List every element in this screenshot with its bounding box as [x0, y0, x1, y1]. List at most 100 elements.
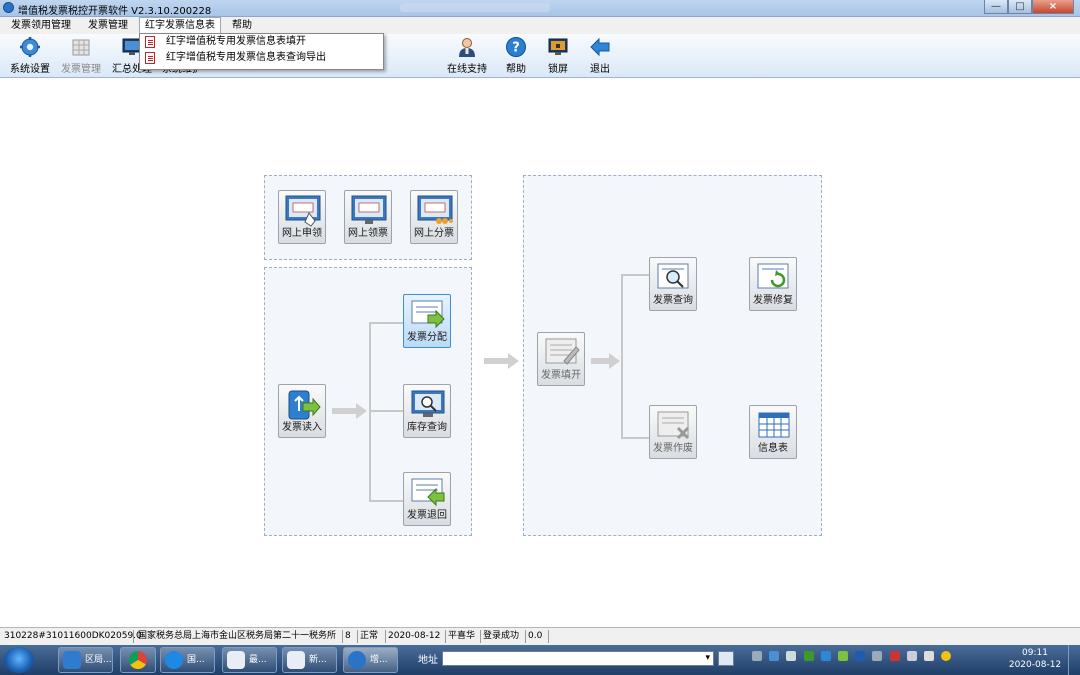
status-tax-bureau: 国家税务总局上海市金山区税务局第二十一税务所 [134, 630, 343, 643]
tray-icon[interactable] [803, 651, 814, 661]
background-window-title [400, 3, 550, 12]
online-split-label: 网上分票 [414, 228, 454, 239]
lock-screen-button[interactable]: 锁屏 [547, 36, 569, 75]
address-label: 地址 [418, 655, 438, 666]
minimize-button[interactable]: — [984, 0, 1008, 14]
connector-line [369, 410, 403, 412]
online-receive-button[interactable]: 网上领票 [344, 190, 392, 244]
tray-icon[interactable] [820, 651, 831, 661]
online-receive-label: 网上领票 [348, 228, 388, 239]
show-desktop-button[interactable] [1068, 645, 1080, 675]
app-icon [3, 2, 14, 13]
invoice-fill-button[interactable]: 发票填开 [537, 332, 585, 386]
menu-bar: 发票领用管理 发票管理 红字发票信息表 帮助 [0, 17, 1080, 34]
invoice-void-button[interactable]: 发票作废 [649, 405, 697, 459]
help-label: 帮助 [506, 64, 526, 75]
tray-icon[interactable] [906, 651, 917, 661]
help-button[interactable]: ? 帮助 [505, 36, 527, 75]
connector-line [369, 500, 403, 502]
status-version: 0.0 [524, 630, 549, 643]
invoice-cancel-icon [657, 411, 690, 440]
svg-text:?: ? [512, 41, 520, 56]
lock-screen-icon [548, 38, 568, 55]
online-apply-button[interactable]: 网上申领 [278, 190, 326, 244]
invoice-repair-button[interactable]: 发票修复 [749, 257, 797, 311]
invoice-query-button[interactable]: 发票查询 [649, 257, 697, 311]
clock-time: 09:11 [1022, 648, 1048, 658]
status-tax-id: 310228#31011600DK02059.0 [0, 630, 142, 643]
connector-line [369, 322, 371, 502]
close-button[interactable]: × [1032, 0, 1074, 14]
tray-icon[interactable] [889, 651, 900, 661]
clock-date: 2020-08-12 [1008, 660, 1062, 670]
menu-invoice-receive[interactable]: 发票领用管理 [11, 20, 71, 31]
taskbar: 区局... 国... 最... 新... 增... 地址 ▾ 09:11 202… [0, 645, 1080, 675]
user-support-icon [459, 38, 475, 57]
address-input[interactable]: ▾ [442, 651, 714, 666]
go-button[interactable] [718, 651, 734, 666]
arrow-right-icon [484, 353, 519, 369]
red-invoice-dropdown: 红字增值税专用发票信息表填开 红字增值税专用发票信息表查询导出 [139, 33, 384, 70]
status-code: 8 [341, 630, 358, 643]
usb-read-icon [288, 390, 321, 420]
chrome-icon [129, 651, 147, 669]
invoice-read-label: 发票读入 [282, 422, 322, 433]
tray-icon[interactable] [855, 651, 866, 661]
maximize-button[interactable]: □ [1008, 0, 1032, 14]
tray-icon[interactable] [872, 651, 883, 661]
menu-help[interactable]: 帮助 [232, 20, 252, 31]
menu-item-red-info-query-export[interactable]: 红字增值税专用发票信息表查询导出 [140, 50, 383, 66]
menu-invoice-management[interactable]: 发票管理 [88, 20, 128, 31]
invoice-return-button[interactable]: 发票退回 [403, 472, 451, 526]
tray-icon[interactable] [752, 651, 762, 661]
taskbar-invoice-app[interactable]: 增... [343, 647, 398, 673]
invoice-arrow-right-icon [411, 300, 445, 329]
invoice-refresh-icon [757, 263, 789, 289]
exit-arrow-icon [590, 37, 610, 57]
grid-icon [72, 39, 90, 56]
taskbar-chrome[interactable] [120, 647, 156, 673]
system-settings-button[interactable]: 系统设置 [10, 36, 50, 75]
document-icon [145, 36, 155, 48]
menu-item-red-info-fill[interactable]: 红字增值税专用发票信息表填开 [140, 34, 383, 50]
info-table-label: 信息表 [758, 443, 788, 454]
title-bar: 增值税发票税控开票软件 V2.3.10.200228 — □ × [0, 0, 1080, 17]
status-normal: 正常 [356, 630, 386, 643]
menu-red-invoice-info[interactable]: 红字发票信息表 [139, 17, 221, 34]
exit-label: 退出 [590, 64, 610, 75]
menu-item-red-info-fill-label: 红字增值税专用发票信息表填开 [166, 36, 306, 47]
invoice-distribute-button[interactable]: 发票分配 [403, 294, 451, 348]
start-button[interactable] [4, 647, 34, 673]
taskbar-word-1[interactable]: 最... [222, 647, 277, 673]
inventory-query-button[interactable]: 库存查询 [403, 384, 451, 438]
app-icon [63, 651, 81, 669]
monitor-hand-icon [285, 195, 321, 227]
tray-icon[interactable] [769, 651, 780, 661]
invoice-repair-label: 发票修复 [753, 295, 793, 306]
lock-screen-label: 锁屏 [548, 64, 568, 75]
invoice-management-label: 发票管理 [61, 64, 101, 75]
invoice-management-button[interactable]: 发票管理 [61, 36, 101, 75]
taskbar-app-1[interactable]: 区局... [58, 647, 113, 673]
online-split-button[interactable]: 网上分票 [410, 190, 458, 244]
status-login: 登录成功 [479, 630, 526, 643]
taskbar-word-2[interactable]: 新... [282, 647, 337, 673]
connector-line [621, 274, 623, 438]
help-icon: ? [506, 37, 526, 57]
exit-button[interactable]: 退出 [589, 36, 611, 75]
tray-icon[interactable] [837, 651, 848, 661]
volume-icon[interactable] [923, 651, 934, 661]
taskbar-ie[interactable]: 国... [160, 647, 215, 673]
info-table-button[interactable]: 信息表 [749, 405, 797, 459]
invoice-fill-label: 发票填开 [541, 370, 581, 381]
clock[interactable]: 09:11 2020-08-12 [1006, 647, 1064, 671]
arrow-right-icon [591, 353, 620, 369]
document-icon [287, 651, 305, 669]
window-title: 增值税发票税控开票软件 V2.3.10.200228 [18, 6, 212, 17]
table-icon [758, 412, 790, 438]
invoice-read-button[interactable]: 发票读入 [278, 384, 326, 438]
tray-icon[interactable] [941, 651, 952, 661]
tray-icon[interactable] [786, 651, 797, 661]
monitor-invoice-icon [351, 195, 387, 224]
online-support-button[interactable]: 在线支持 [447, 36, 487, 75]
